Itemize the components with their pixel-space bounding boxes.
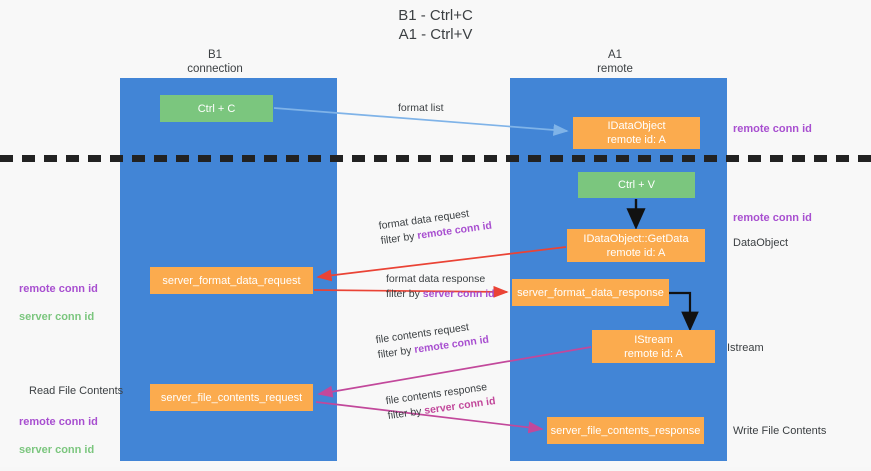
- edge-file-contents-response: [315, 401, 544, 434]
- edge-format-data-response: [313, 285, 509, 298]
- box-ctrl-c[interactable]: Ctrl + C: [160, 95, 273, 122]
- edge-format-list: [273, 107, 569, 136]
- box-server-format-data-response[interactable]: server_format_data_response: [512, 279, 669, 306]
- annotation-left-ids-mid: remote conn id server conn id: [19, 268, 98, 338]
- annotation-write-file-contents: Write File Contents: [733, 425, 827, 437]
- label-fdres-highlight: server conn id: [422, 288, 495, 300]
- box-server-format-data-request[interactable]: server_format_data_request: [150, 267, 313, 294]
- annotation-read-file-contents: Read File Contents: [29, 385, 124, 397]
- annotation-remote-conn-id-top: remote conn id: [733, 123, 812, 135]
- edge-response-to-istream: [668, 291, 699, 332]
- edge-file-contents-request: [317, 346, 592, 398]
- box-istream[interactable]: IStream remote id: A: [592, 330, 715, 363]
- label-format-data-response: format data response filter by server co…: [386, 272, 495, 302]
- label-fdres-prefix: filter by: [386, 288, 423, 300]
- annotation-left-mid-server: server conn id: [19, 311, 95, 323]
- label-format-list-text: format list: [398, 102, 444, 114]
- box-idataobject-getdata[interactable]: IDataObject::GetData remote id: A: [567, 229, 705, 262]
- annotation-left-mid-remote: remote conn id: [19, 283, 98, 295]
- annotation-istream: Istream: [727, 342, 764, 354]
- diagram-title: B1 - Ctrl+C A1 - Ctrl+V: [398, 7, 473, 43]
- label-fdreq-prefix: filter by: [380, 230, 419, 248]
- edge-format-data-request: [316, 246, 567, 282]
- column-header-a1: A1 remote: [597, 49, 633, 75]
- label-format-list: format list: [398, 101, 444, 116]
- annotation-left-low-remote: remote conn id: [19, 416, 98, 428]
- label-fcres-prefix: filter by: [387, 405, 426, 423]
- label-fdres-line2: filter by server conn id: [386, 287, 495, 302]
- annotation-dataobject: DataObject: [733, 237, 789, 249]
- label-fcreq-prefix: filter by: [377, 344, 416, 362]
- box-ctrl-v[interactable]: Ctrl + V: [578, 172, 695, 198]
- annotation-left-low-server: server conn id: [19, 444, 95, 456]
- box-server-file-contents-request[interactable]: server_file_contents_request: [150, 384, 313, 411]
- box-server-file-contents-response[interactable]: server_file_contents_response: [547, 417, 704, 444]
- box-idataobject[interactable]: IDataObject remote id: A: [573, 117, 700, 149]
- annotation-remote-conn-id-mid: remote conn id: [733, 212, 812, 224]
- annotation-left-ids-low: remote conn id server conn id: [19, 401, 98, 471]
- label-fdres-line1: format data response: [386, 273, 486, 285]
- section-divider-dashed: [0, 155, 871, 162]
- column-header-b1: B1 connection: [187, 49, 243, 75]
